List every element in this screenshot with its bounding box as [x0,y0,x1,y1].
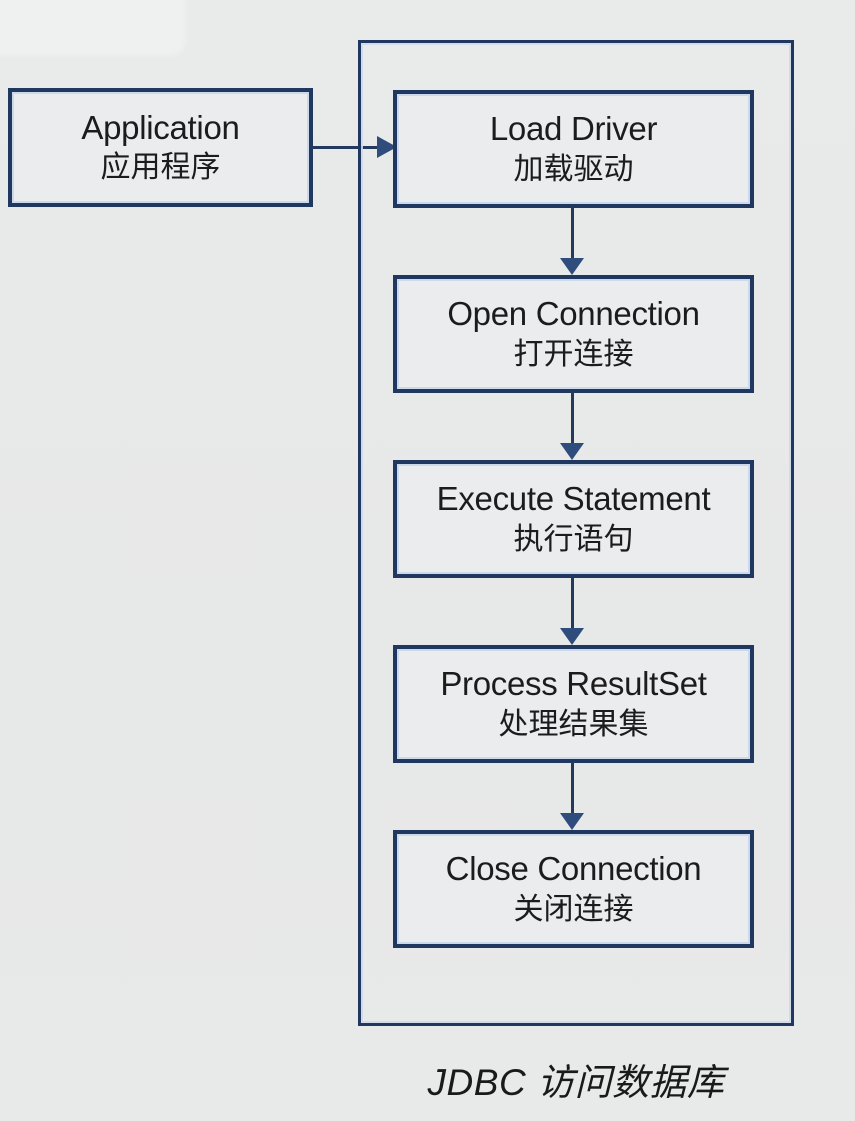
step-label-zh: 加载驱动 [513,152,634,186]
step-box-execute-statement: Execute Statement 执行语句 [393,460,754,578]
jdbc-steps-frame [358,40,794,1026]
arrow-down-icon [560,443,584,460]
arrow-down-icon [560,258,584,275]
connector-step3-step4-line [571,576,574,630]
arrow-down-icon [560,813,584,830]
application-label-en: Application [81,108,240,146]
step-box-open-connection: Open Connection 打开连接 [393,275,754,393]
step-label-zh: 处理结果集 [498,707,649,741]
step-box-load-driver: Load Driver 加载驱动 [393,90,754,208]
arrow-down-icon [560,628,584,645]
step-label-zh: 关闭连接 [513,892,634,926]
step-label-zh: 打开连接 [513,337,634,371]
step-box-close-connection: Close Connection 关闭连接 [393,830,754,948]
step-label-en: Open Connection [447,295,700,333]
connector-step4-step5-line [571,761,574,815]
connector-step1-step2-line [571,206,574,260]
application-label-zh: 应用程序 [100,151,221,185]
connector-step2-step3-line [571,391,574,445]
arrow-right-icon [377,136,397,158]
step-box-process-resultset: Process ResultSet 处理结果集 [393,645,754,763]
faded-watermark-patch [0,0,186,56]
connector-app-to-load-driver-line [311,146,379,149]
step-label-en: Execute Statement [436,480,711,518]
diagram-caption: JDBC 访问数据库 [427,1062,725,1103]
step-label-zh: 执行语句 [513,522,634,556]
step-label-en: Close Connection [445,850,702,888]
step-label-en: Load Driver [489,110,658,148]
application-box: Application 应用程序 [8,88,313,207]
step-label-en: Process ResultSet [440,665,707,703]
